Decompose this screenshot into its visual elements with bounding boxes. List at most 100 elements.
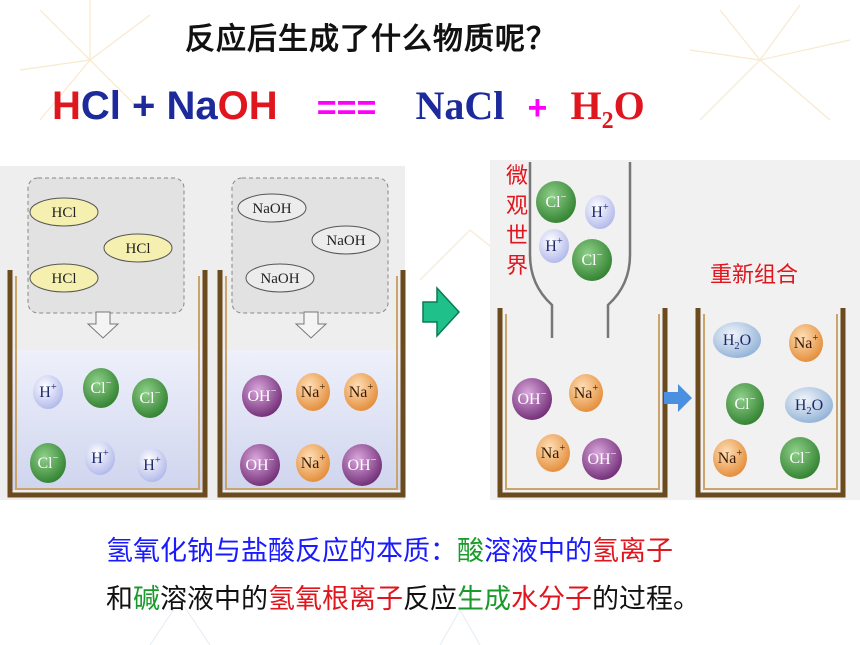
eq-plus-2: +: [527, 89, 548, 127]
beaker-result: [695, 308, 846, 498]
particle-label: Na+: [794, 333, 819, 352]
particle-label: OH−: [248, 386, 277, 405]
summary-segment: 氢氧根离子: [268, 584, 403, 615]
summary-segment: 反应: [403, 584, 457, 615]
particle-label: Na+: [349, 382, 374, 401]
particle-label: Cl−: [91, 378, 112, 397]
particle-label: OH−: [588, 449, 617, 468]
molecule-body: [311, 225, 381, 255]
sodium-ion-body: [344, 373, 378, 411]
hydroxide-ion: OH−: [242, 375, 282, 417]
chloride-ion-body: [83, 368, 119, 408]
beaker-result-wall: [695, 308, 846, 498]
sodium-ion: Na+: [713, 439, 747, 477]
chloride-ion-body: [726, 383, 764, 425]
sodium-ion: Na+: [789, 324, 823, 362]
sodium-ion: Na+: [536, 434, 570, 472]
molecule: HCl: [103, 233, 173, 263]
summary-segment: 溶液中的: [484, 536, 592, 567]
chloride-ion: Cl−: [536, 181, 576, 223]
particle-label: H+: [143, 455, 161, 474]
molecule: NaOH: [237, 193, 307, 223]
molecule-label: NaOH: [252, 201, 291, 217]
sodium-ion-body: [569, 374, 603, 412]
summary-line-1: 氢氧化钠与盐酸反应的本质：酸溶液中的氢离子: [106, 528, 700, 576]
particle-label: Na+: [574, 383, 599, 402]
particle-label: OH−: [348, 455, 377, 474]
summary-segment: 碱: [133, 584, 160, 615]
summary-text: 氢氧化钠与盐酸反应的本质：酸溶液中的氢离子 和碱溶液中的氢氧根离子反应生成水分子…: [106, 528, 700, 624]
chloride-ion: Cl−: [132, 378, 168, 418]
summary-segment: 水分子: [511, 584, 592, 615]
hydrogen-ion: H+: [85, 441, 115, 475]
eq-nacl: NaCl: [415, 83, 505, 128]
molecule-body: [237, 193, 307, 223]
summary-segment: 氢氧化钠与盐酸反应的本质：: [106, 536, 457, 567]
particle-label: H+: [545, 236, 563, 255]
hydrogen-ion-body: [585, 195, 615, 229]
particle-label: Cl−: [546, 192, 567, 211]
chloride-ion: Cl−: [572, 239, 612, 281]
hydroxide-ion: OH−: [582, 438, 622, 480]
micro-world-char: 微: [505, 164, 528, 189]
eq-h2o-o: O: [613, 83, 645, 128]
hydroxide-ion: OH−: [342, 444, 382, 486]
molecule: HCl: [29, 263, 99, 293]
hydroxide-ion-body: [582, 438, 622, 480]
micro-world-label: 微 观 世 界: [502, 162, 532, 282]
micro-world-char: 界: [505, 254, 528, 279]
sodium-ion-body: [789, 324, 823, 362]
particle-label: H+: [39, 382, 57, 401]
water-molecule-body: [713, 322, 761, 358]
particle-label: H+: [91, 448, 109, 467]
water-molecule: H2O: [785, 387, 833, 423]
particle-label: Na+: [718, 448, 743, 467]
hydroxide-ion-body: [342, 444, 382, 486]
particle-label: Na+: [541, 443, 566, 462]
right-arrow-icon: [422, 286, 461, 338]
molecule-body: [29, 263, 99, 293]
sodium-ion-body: [296, 373, 330, 411]
particle-label: Cl−: [790, 448, 811, 467]
beaker-hcl-wall: [7, 270, 208, 498]
particle-label: Cl−: [140, 388, 161, 407]
chloride-ion-body: [30, 443, 66, 483]
down-arrow-icon: [86, 311, 120, 339]
down-arrow-icon: [294, 311, 328, 339]
hydroxide-ion-body: [512, 378, 552, 420]
hydrogen-ion-body: [33, 375, 63, 409]
chloride-ion-body: [536, 181, 576, 223]
summary-segment: 和: [106, 584, 133, 615]
small-right-arrow-icon: [664, 384, 692, 412]
sodium-ion: Na+: [569, 374, 603, 412]
micro-world-char: 观: [505, 194, 528, 219]
chemical-equation: HCl + NaOH === NaCl + H2O: [52, 82, 645, 135]
eq-h2o-sub: 2: [601, 108, 614, 134]
hydrogen-ion-body: [137, 448, 167, 482]
molecule: HCl: [29, 197, 99, 227]
hydrogen-ion: H+: [33, 375, 63, 409]
dropper-funnel: [528, 162, 632, 338]
molecule-body: [29, 197, 99, 227]
eq-naoh-oh: OH: [217, 84, 278, 128]
sodium-ion-body: [536, 434, 570, 472]
particles: HClHClHClH+Cl−Cl−Cl−H+H+NaOHNaOHNaOHOH−N…: [29, 181, 833, 486]
hydrogen-ion: H+: [585, 195, 615, 229]
chloride-ion: Cl−: [83, 368, 119, 408]
hydrogen-ion-body: [85, 441, 115, 475]
eq-naoh-na: Na: [166, 84, 218, 128]
molecule-label: HCl: [51, 205, 76, 221]
hydroxide-ion-body: [242, 375, 282, 417]
molecule-label: NaOH: [260, 271, 299, 287]
micro-world-char: 世: [505, 224, 528, 249]
molecule: NaOH: [311, 225, 381, 255]
eq-hcl-h: H: [52, 84, 81, 128]
water-molecule: H2O: [713, 322, 761, 358]
eq-arrow: ===: [316, 89, 377, 127]
chloride-ion: Cl−: [726, 383, 764, 425]
sodium-ion-body: [713, 439, 747, 477]
chloride-ion-body: [572, 239, 612, 281]
particle-label: Cl−: [38, 453, 59, 472]
particle-label: OH−: [518, 389, 547, 408]
summary-segment: 氢离子: [592, 536, 673, 567]
